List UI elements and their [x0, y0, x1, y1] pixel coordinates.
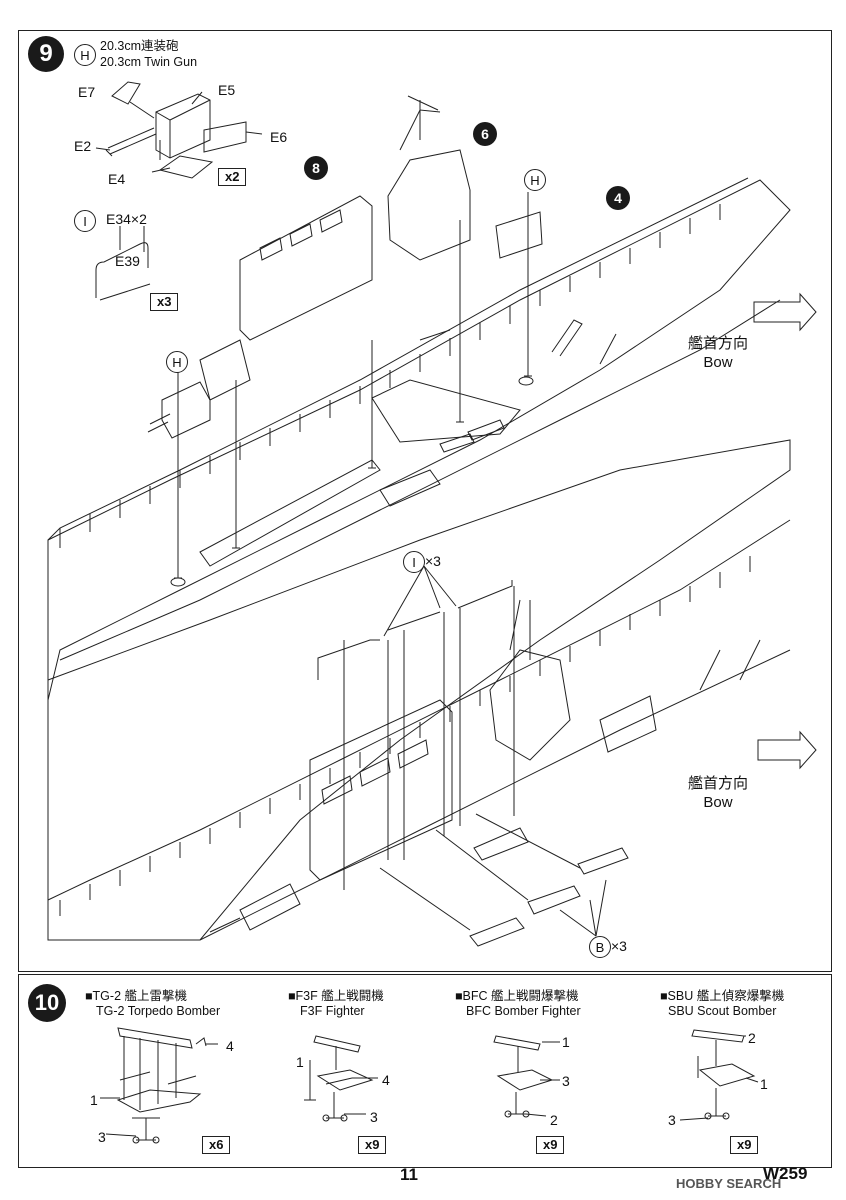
part-e4-label: E4	[108, 171, 126, 187]
aircraft4-part1: 1	[760, 1076, 768, 1092]
aircraft3-header-jp: ■BFC 艦上戦闘爆撃機	[455, 989, 579, 1003]
part-e5-drawing	[155, 93, 211, 159]
aircraft1-part1: 1	[90, 1092, 98, 1108]
f3f-fuselage	[316, 1069, 374, 1091]
boat-1	[469, 917, 525, 947]
aircraft3-part2: 2	[550, 1112, 558, 1128]
bow-label-top-en: Bow	[703, 354, 733, 371]
part-e7-drawing	[111, 81, 141, 105]
aircraft2-quantity: x9	[358, 1136, 387, 1154]
bow-arrow-bottom	[757, 730, 817, 770]
aircraft4-quantity: x9	[730, 1136, 759, 1154]
boat-2	[527, 885, 581, 915]
aircraft1-part3: 3	[98, 1129, 106, 1145]
product-code: W259	[763, 1164, 808, 1183]
lower-island	[489, 599, 571, 761]
f3f-upper-wing	[313, 1035, 361, 1053]
boat-4	[473, 827, 529, 861]
boat-3	[577, 847, 629, 875]
sub-i-letter: I	[74, 210, 96, 232]
sub-h-title-jp: 20.3cm連装砲	[100, 39, 179, 53]
sub-h-title-en: 20.3cm Twin Gun	[100, 55, 198, 69]
upper-funnel	[239, 195, 373, 341]
part-e39-label: E39	[115, 253, 140, 269]
callout-h-left: H	[166, 351, 188, 373]
sub-h-quantity: x2	[218, 168, 247, 186]
lower-flight-deck	[47, 519, 791, 901]
aircraft2-part1: 1	[296, 1054, 304, 1070]
upper-flight-deck	[47, 177, 749, 541]
sub-h-letter: H	[74, 44, 96, 66]
callout-h-right: H	[524, 169, 546, 191]
callout-step8: 8	[304, 156, 328, 180]
tg2-fuselage	[116, 1071, 202, 1113]
step10-number: 10	[28, 984, 66, 1022]
aircraft4-part2: 2	[748, 1030, 756, 1046]
part-e34-drawing	[95, 242, 149, 298]
step9-frame	[18, 30, 832, 972]
aircraft3-part3: 3	[562, 1073, 570, 1089]
part-e5-label: E5	[218, 82, 236, 98]
upper-hull-outline	[47, 179, 791, 701]
callout-i-x3-letter: I	[403, 551, 425, 573]
aircraft4-header-jp: ■SBU 艦上偵察爆撃機	[660, 989, 785, 1003]
sbu-fuselage	[698, 1063, 756, 1087]
callout-step4: 4	[606, 186, 630, 210]
callout-step6: 6	[473, 122, 497, 146]
aircraft1-header-jp: ■TG-2 艦上雷撃機	[85, 989, 187, 1003]
step9-number: 9	[28, 36, 64, 72]
part-e2-label: E2	[74, 138, 92, 154]
step10-frame	[18, 974, 832, 1168]
part-e2-drawing	[105, 127, 157, 157]
watermark: HOBBY SEARCH	[676, 1176, 782, 1191]
bow-label-bottom: 艦首方向 Bow	[688, 774, 748, 812]
sbu-upper-wing	[691, 1029, 745, 1043]
callout-b-x3-mult: ×3	[611, 938, 627, 954]
bow-label-bottom-jp: 艦首方向	[688, 775, 749, 792]
part-e6-drawing	[203, 121, 247, 153]
aircraft3-quantity: x9	[536, 1136, 565, 1154]
bfc-upper-wing	[493, 1035, 541, 1051]
lower-funnel	[309, 699, 453, 881]
part-e4-drawing	[158, 155, 214, 179]
aircraft1-header-en: TG-2 Torpedo Bomber	[96, 1004, 221, 1018]
aircraft3-header-en: BFC Bomber Fighter	[466, 1004, 581, 1018]
aircraft1-quantity: x6	[202, 1136, 231, 1154]
aircraft3-part1: 1	[562, 1034, 570, 1050]
bow-label-bottom-en: Bow	[703, 794, 733, 811]
tg2-wing	[117, 1027, 193, 1049]
sub-i-quantity: x3	[150, 293, 179, 311]
aircraft2-part3: 3	[370, 1109, 378, 1125]
callout-b-x3-letter: B	[589, 936, 611, 958]
aircraft2-part4: 4	[382, 1072, 390, 1088]
aircraft2-header-jp: ■F3F 艦上戦闘機	[288, 989, 384, 1003]
callout-i-x3-mult: ×3	[425, 553, 441, 569]
part-e7-label: E7	[78, 84, 96, 100]
aircraft1-part4: 4	[226, 1038, 234, 1054]
upper-island	[387, 95, 471, 261]
page-number: 11	[400, 1165, 418, 1184]
aircraft4-part3: 3	[668, 1112, 676, 1128]
aircraft4-header-en: SBU Scout Bomber	[668, 1004, 777, 1018]
aircraft2-header-en: F3F Fighter	[300, 1004, 365, 1018]
part-e6-label: E6	[270, 129, 288, 145]
bow-arrow-top	[753, 292, 817, 332]
part-e34-label: E34×2	[106, 211, 147, 227]
